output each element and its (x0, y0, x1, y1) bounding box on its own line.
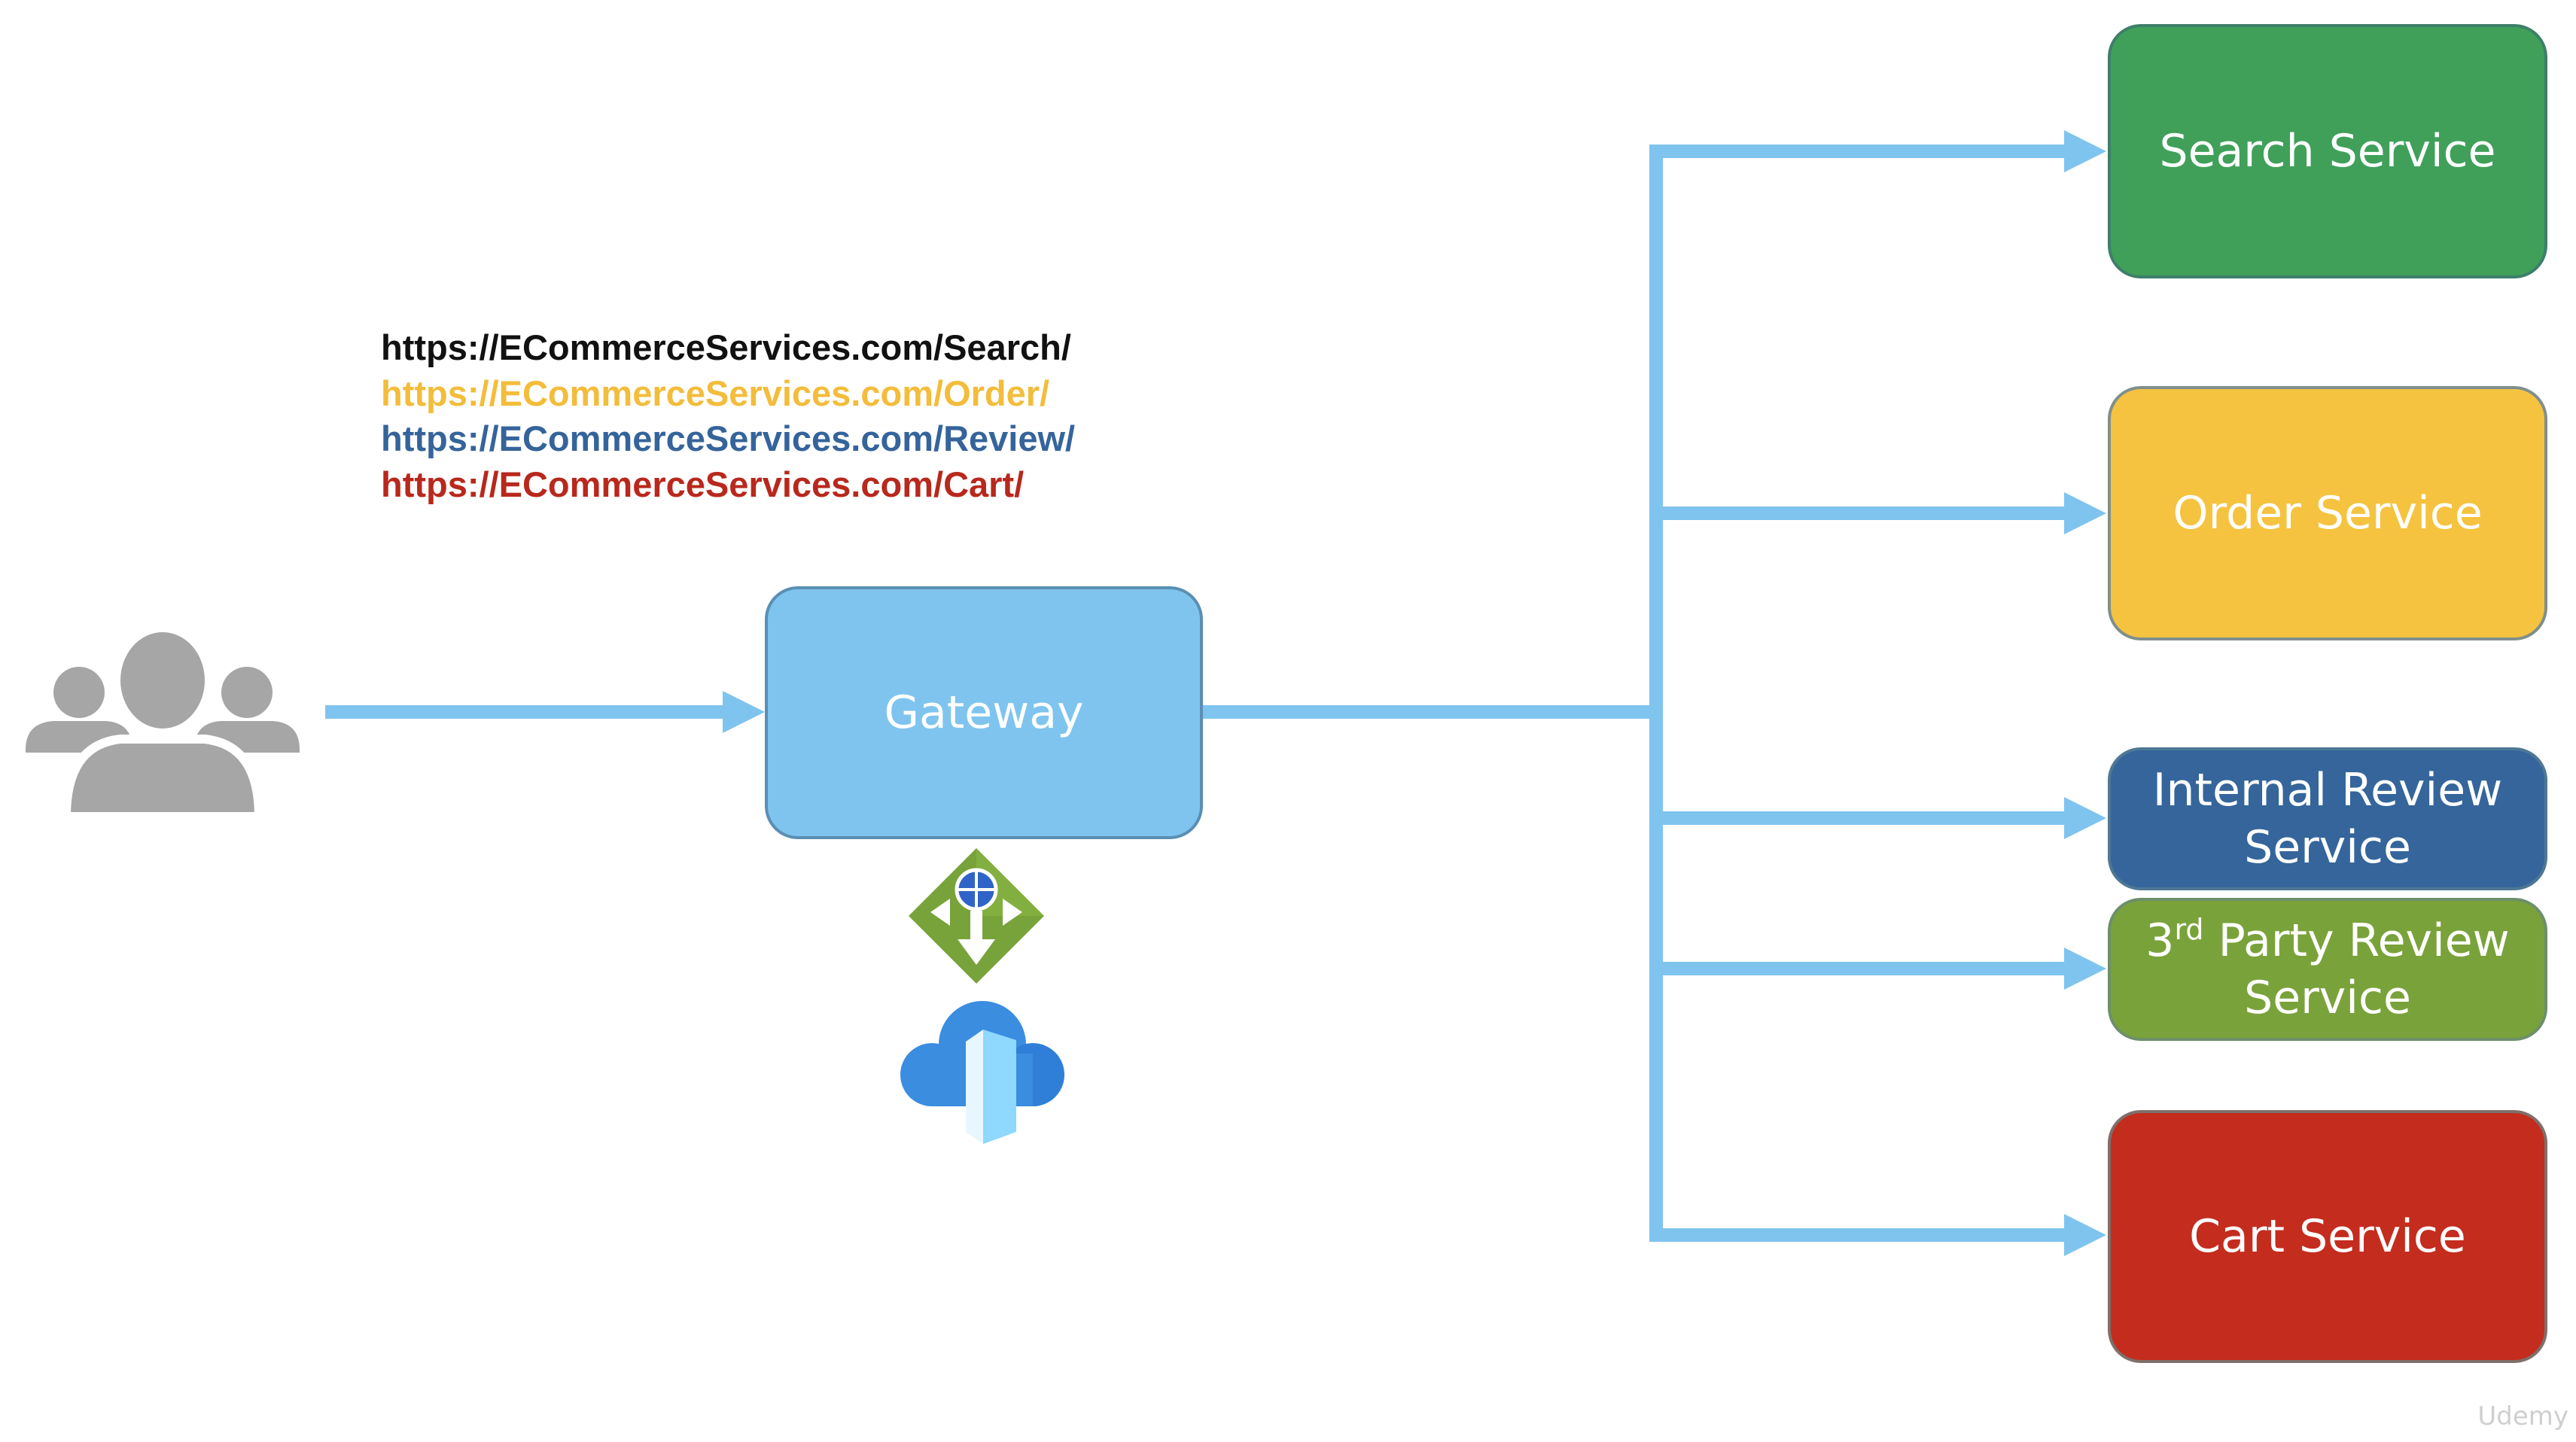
order-service-label: Order Service (2173, 487, 2483, 540)
internal-review-service-text: Internal Review Service (2153, 762, 2502, 876)
url-order[interactable]: https://ECommerceServices.com/Order/ (381, 373, 1050, 413)
url-cart[interactable]: https://ECommerceServices.com/Cart/ (381, 464, 1025, 504)
users-icon (26, 623, 300, 821)
arrow-to-cart (2064, 1214, 2106, 1256)
internal-review-service-box: Internal Review Service (2108, 747, 2547, 890)
third-party-superscript: rd (2174, 913, 2204, 946)
cart-service-box: Cart Service (2108, 1110, 2547, 1363)
connector-lines (325, 145, 2066, 1242)
third-party-review-line1: 3rd Party Review (2145, 912, 2509, 969)
arrow-to-gateway (723, 691, 765, 733)
gateway-box: Gateway (765, 586, 1203, 839)
third-party-review-service-box: 3rd Party Review Service (2108, 898, 2547, 1041)
arrow-to-third-party-review (2064, 948, 2106, 990)
udemy-watermark: Udemy (2477, 1401, 2568, 1431)
url-review[interactable]: https://ECommerceServices.com/Review/ (381, 418, 1076, 458)
third-party-review-line2: Service (2244, 972, 2411, 1024)
gateway-label: Gateway (884, 686, 1084, 739)
url-list: https://ECommerceServices.com/Search/ ht… (381, 325, 1075, 507)
third-party-prefix: 3 (2145, 914, 2175, 967)
arrow-to-internal-review (2064, 797, 2106, 839)
search-service-label: Search Service (2159, 125, 2496, 178)
arrow-to-order (2064, 492, 2106, 534)
cart-service-label: Cart Service (2189, 1210, 2466, 1263)
third-party-review-service-text: 3rd Party Review Service (2145, 912, 2509, 1027)
app-gateway-icon (909, 848, 1044, 984)
internal-review-line2: Service (2244, 821, 2411, 874)
url-search[interactable]: https://ECommerceServices.com/Search/ (381, 327, 1071, 367)
order-service-box: Order Service (2108, 386, 2547, 640)
search-service-box: Search Service (2108, 24, 2547, 278)
cloud-gateway-icon (900, 1001, 1064, 1144)
third-party-rest: Party Review (2203, 914, 2510, 967)
arrow-to-search (2064, 130, 2106, 172)
internal-review-line1: Internal Review (2152, 764, 2503, 817)
